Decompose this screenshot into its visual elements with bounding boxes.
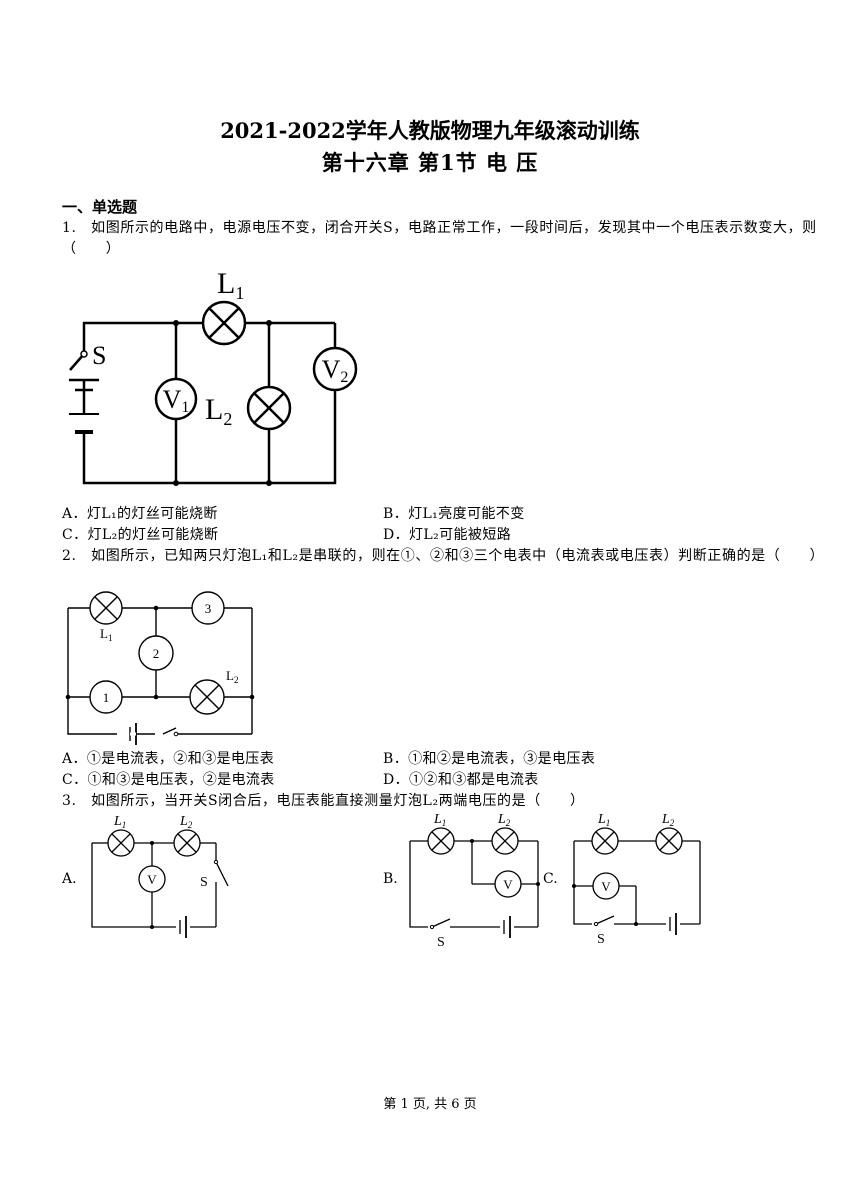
lamp-l2-icon xyxy=(491,827,519,855)
lamp-l2-icon xyxy=(173,829,201,857)
meter-1: 1 xyxy=(89,680,123,714)
lamp-l1-label: L1 xyxy=(217,267,244,303)
svg-text:V: V xyxy=(601,879,611,894)
question-1-stem: 1. 如图所示的电路中，电源电压不变，闭合开关S，电路正常工作，一段时间后，发现… xyxy=(62,220,817,257)
lamp-l2-icon xyxy=(246,385,292,431)
question-1-circuit-diagram: V1 V2 L1 L2 S xyxy=(69,267,358,486)
page-footer: 第 1 页, 共 6 页 xyxy=(383,1097,477,1112)
lamp-l1-icon xyxy=(107,829,135,857)
lamp-l2-label: L2 xyxy=(205,393,232,429)
q3-circuit-c: V L1 L2 S xyxy=(572,812,701,947)
page-subtitle: 第十六章 第1节 电 压 xyxy=(321,150,539,175)
q3-circuit-a: V L1 L2 S xyxy=(91,814,229,938)
page-title: 2021-2022学年人教版物理九年级滚动训练 xyxy=(220,118,640,143)
lamp-l2-icon xyxy=(655,827,683,855)
question-2-circuit-diagram: 3 2 1 L1 L2 xyxy=(65,591,255,745)
svg-text:2: 2 xyxy=(153,646,160,661)
switch-q2 xyxy=(136,727,179,737)
svg-text:V: V xyxy=(503,877,513,892)
lamp-l1-icon xyxy=(89,591,123,625)
q1-option-c[interactable]: C．灯L₂的灯丝可能烧断 xyxy=(62,527,219,543)
svg-text:L2: L2 xyxy=(497,812,511,828)
svg-text:V2: V2 xyxy=(322,355,349,386)
lamp-l1-icon xyxy=(427,827,455,855)
meter-3: 3 xyxy=(191,591,225,625)
section-heading: 一、单选题 xyxy=(62,198,138,216)
svg-text:1: 1 xyxy=(103,690,110,705)
switch-s-label: S xyxy=(92,341,106,370)
q1-option-a[interactable]: A．灯L₁的灯丝可能烧断 xyxy=(62,506,218,522)
svg-text:L1: L1 xyxy=(597,812,610,828)
voltmeter-v2: V2 xyxy=(312,346,358,392)
svg-text:L2: L2 xyxy=(661,812,675,828)
svg-text:S: S xyxy=(200,875,208,890)
svg-text:3: 3 xyxy=(205,601,212,616)
lamp-l2-label: L2 xyxy=(226,668,238,685)
q1-option-d[interactable]: D．灯L₂可能被短路 xyxy=(383,527,512,543)
q3-option-a[interactable]: A. xyxy=(62,871,77,887)
q3-option-b[interactable]: B. xyxy=(383,871,398,887)
svg-text:S: S xyxy=(437,935,445,950)
q3-circuit-b: V L1 L2 S xyxy=(409,812,540,950)
svg-text:V1: V1 xyxy=(163,385,190,416)
q2-option-d[interactable]: D．①②和③都是电流表 xyxy=(383,772,539,788)
switch-s xyxy=(69,350,88,371)
svg-text:L1: L1 xyxy=(433,812,446,828)
q2-option-b[interactable]: B．①和②是电流表，③是电压表 xyxy=(383,751,596,767)
q2-option-a[interactable]: A．①是电流表，②和③是电压表 xyxy=(62,751,275,767)
q3-option-c[interactable]: C. xyxy=(543,871,558,887)
lamp-l2-icon xyxy=(189,679,225,715)
question-2-stem: 2. 如图所示，已知两只灯泡L₁和L₂是串联的，则在①、②和③三个电表中（电流表… xyxy=(62,548,825,564)
svg-text:L2: L2 xyxy=(179,814,193,830)
voltmeter-v1: V1 xyxy=(154,377,198,421)
svg-text:V: V xyxy=(147,872,157,887)
lamp-l1-label: L1 xyxy=(100,626,112,643)
voltmeter-icon: V xyxy=(138,865,166,893)
question-3-stem: 3. 如图所示，当开关S闭合后，电压表能直接测量灯泡L₂两端电压的是（ ） xyxy=(62,793,585,809)
lamp-l1-icon xyxy=(201,300,247,346)
svg-text:S: S xyxy=(597,932,605,947)
voltmeter-icon: V xyxy=(494,870,522,898)
lamp-l1-icon xyxy=(591,827,619,855)
voltmeter-icon: V xyxy=(592,872,620,900)
q1-option-b[interactable]: B．灯L₁亮度可能不变 xyxy=(383,506,525,522)
meter-2: 2 xyxy=(138,635,174,671)
q2-option-c[interactable]: C．①和③是电压表，②是电流表 xyxy=(62,772,275,788)
svg-text:L1: L1 xyxy=(113,814,126,830)
